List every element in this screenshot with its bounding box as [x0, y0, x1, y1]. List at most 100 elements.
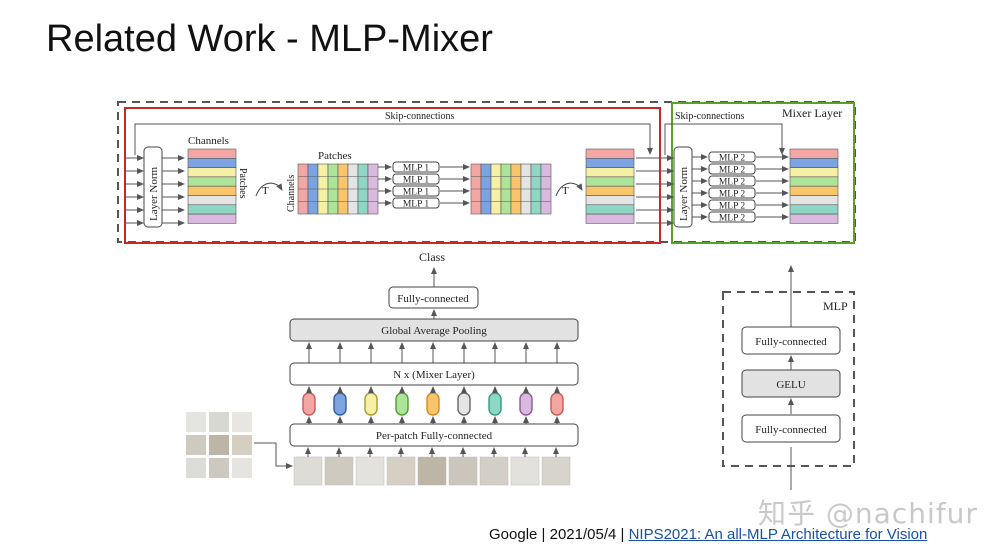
global-average-pooling-box: [289, 318, 579, 342]
fully-connected-label: Fully-connected: [397, 293, 469, 305]
image-patch: [355, 456, 385, 486]
token-row: [302, 386, 564, 424]
skip-connection-arrow: [134, 123, 653, 155]
mlp2-label: MLP 2: [719, 178, 746, 188]
per-patch-fc-box: [289, 423, 579, 447]
table-row: [187, 213, 237, 224]
patches-side-label: Patches: [237, 168, 248, 199]
mlp2-group: MLP 2 MLP 2 MLP 2 MLP 2 MLP 2 MLP 2: [692, 151, 789, 224]
layer-norm-label-2: Layer Norm: [678, 166, 690, 221]
patch-table: [187, 148, 237, 224]
mlp2-block: [708, 199, 756, 211]
patches-label: Patches: [318, 150, 352, 162]
table-row: [789, 195, 839, 206]
mlp2-label: MLP 2: [719, 214, 746, 224]
table-row: [187, 176, 237, 187]
layer-norm-box-2: [673, 146, 693, 228]
table-row: [585, 176, 635, 187]
mlp1-label: MLP 1: [403, 200, 430, 210]
mlp2-label: MLP 2: [719, 190, 746, 200]
mixer-layer-label: Mixer Layer: [782, 106, 842, 120]
footer-text: Google | 2021/05/4 |: [489, 526, 629, 543]
layer-norm-box: [143, 146, 163, 228]
table-row: [585, 213, 635, 224]
table-row: [789, 148, 839, 159]
transpose-arrow-2: [555, 182, 583, 197]
token: [519, 392, 533, 416]
transpose-label-2: T: [562, 185, 569, 197]
table-row: [187, 158, 237, 168]
input-arrows: [126, 155, 144, 226]
mlp-gelu-label: GELU: [776, 379, 805, 391]
table-row: [585, 158, 635, 168]
token: [364, 392, 378, 416]
transposed-table: [297, 163, 379, 215]
image-patch: [417, 456, 447, 486]
token: [457, 392, 471, 416]
token-mixed-table: [585, 148, 635, 224]
skip-connections-label-2: Skip-connections: [675, 111, 745, 122]
mixer-layer-frame: [117, 101, 856, 243]
token: [302, 392, 316, 416]
mlp-box-title: MLP: [823, 299, 848, 313]
mid-arrows: [636, 155, 674, 226]
mlp1-label: MLP 1: [403, 188, 430, 198]
mixer-layers-label: N x (Mixer Layer): [393, 369, 475, 381]
table-row: [187, 195, 237, 206]
table-row: [585, 204, 635, 215]
mlp2-label: MLP 2: [719, 166, 746, 176]
image-patch: [479, 456, 509, 486]
slide-footer: Google | 2021/05/4 | NIPS2021: An all-ML…: [489, 526, 927, 543]
table-row: [187, 148, 237, 159]
mlp-fc-top-label: Fully-connected: [755, 336, 827, 348]
mlp2-block: [708, 211, 756, 223]
table-row: [789, 158, 839, 168]
mlp1-label: MLP 1: [403, 164, 430, 174]
paper-link[interactable]: NIPS2021: An all-MLP Architecture for Vi…: [628, 526, 928, 543]
image-patch: [448, 456, 478, 486]
image-patch: [541, 456, 571, 486]
mlp2-label: MLP 2: [719, 202, 746, 212]
image-patch: [386, 456, 416, 486]
token: [333, 392, 347, 416]
fully-connected-box: [388, 286, 479, 309]
mixer-layers-box: [289, 362, 579, 386]
mlp1-block: [392, 173, 440, 185]
mlp1-block: [392, 185, 440, 197]
mlp-fc-bottom-box: [741, 414, 841, 443]
token-mixing-box: [124, 107, 661, 244]
mlp2-label: MLP 2: [719, 154, 746, 164]
layer-norm-label: Layer Norm: [148, 166, 160, 221]
channels-side-label: Channels: [286, 175, 297, 212]
table-row: [585, 195, 635, 206]
table-row: [585, 148, 635, 159]
mixer-to-gap-arrows: [306, 342, 560, 363]
mlp-fc-top-box: [741, 326, 841, 355]
global-average-pooling-label: Global Average Pooling: [381, 325, 487, 337]
token: [550, 392, 564, 416]
transpose-arrow: [255, 182, 283, 197]
token: [488, 392, 502, 416]
table-row: [789, 213, 839, 224]
layer-norm-out-arrows: [162, 155, 185, 226]
input-image-grid: [186, 412, 252, 478]
output-table: [789, 148, 839, 224]
table-row: [789, 185, 839, 196]
watermark: 知乎 @nachifur: [758, 497, 978, 530]
table-row: [187, 204, 237, 215]
token: [426, 392, 440, 416]
table-row: [789, 167, 839, 178]
table-row: [585, 167, 635, 178]
mlp-box-frame: [722, 291, 855, 467]
mlp1-block: [392, 161, 440, 173]
mlp1-block: [392, 197, 440, 209]
skip-connections-label: Skip-connections: [385, 111, 455, 122]
slide-title: Related Work - MLP-Mixer: [46, 18, 493, 60]
image-patch: [510, 456, 540, 486]
mlp2-block: [708, 151, 756, 163]
flattened-patches-row: [293, 447, 571, 486]
mlp2-block: [708, 175, 756, 187]
table-row: [789, 204, 839, 215]
per-patch-fc-label: Per-patch Fully-connected: [376, 430, 493, 442]
